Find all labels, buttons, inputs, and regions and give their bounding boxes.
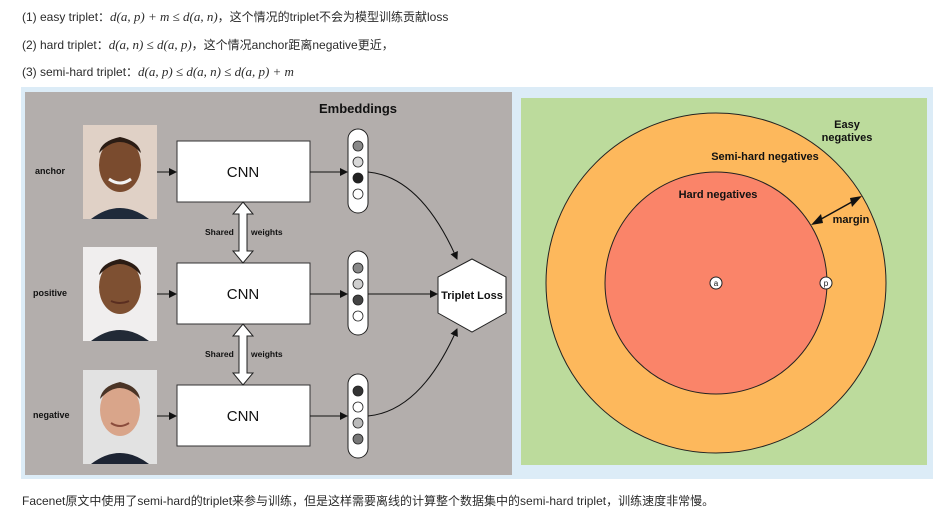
hard-triplet-line: (2) hard triplet：d(a, n) ≤ d(a, p)，这个情况a…	[22, 36, 394, 53]
easy-triplet-formula: d(a, p) + m ≤ d(a, n)	[110, 9, 218, 24]
negative-embedding-vector	[347, 373, 369, 459]
semi-hard-negatives-label: Semi-hard negatives	[711, 151, 819, 163]
anchor-to-loss-arrow	[367, 171, 458, 260]
shared-weights-arrow-2	[231, 323, 255, 386]
easy-triplet-suffix: ，这个情况的triplet不会为模型训练贡献loss	[217, 10, 449, 24]
negative-label: negative	[33, 410, 70, 420]
figure-svg: Embeddings anchor positive negativ	[25, 92, 927, 475]
easy-triplet-prefix: (1) easy triplet：	[22, 10, 111, 24]
easy-negatives-label-line1: Easy	[834, 119, 861, 131]
negative-cnn-box	[176, 384, 311, 447]
anchor-point-label: a	[714, 279, 719, 288]
negative-cnn-label: CNN	[227, 408, 260, 425]
positive-face-image	[83, 247, 157, 341]
figure-panel: Embeddings anchor positive negativ	[21, 87, 933, 479]
semi-hard-triplet-line: (3) semi-hard triplet：d(a, p) ≤ d(a, n) …	[22, 63, 294, 80]
hard-triplet-formula: d(a, n) ≤ d(a, p)	[108, 37, 192, 52]
positive-point	[819, 276, 833, 290]
negative-face-image	[83, 370, 157, 464]
triplet-loss-hexagon	[437, 258, 507, 333]
anchor-face-image	[83, 125, 157, 219]
semi-hard-triplet-prefix: (3) semi-hard triplet：	[22, 65, 139, 79]
positive-label: positive	[33, 288, 67, 298]
anchor-cnn-box	[176, 140, 311, 203]
hard-negatives-label: Hard negatives	[679, 189, 758, 201]
anchor-cnn-label: CNN	[227, 164, 260, 181]
triplet-loss-label: Triplet Loss	[441, 290, 503, 302]
positive-point-label: p	[824, 279, 829, 288]
embeddings-title: Embeddings	[319, 101, 397, 116]
positive-cnn-box	[176, 262, 311, 325]
anchor-embedding-vector	[347, 128, 369, 214]
shared-label-2: Shared	[205, 349, 234, 359]
semi-hard-triplet-formula: d(a, p) ≤ d(a, n) ≤ d(a, p) + m	[138, 64, 294, 79]
positive-embedding-vector	[347, 250, 369, 336]
easy-triplet-line: (1) easy triplet：d(a, p) + m ≤ d(a, n)，这…	[22, 8, 448, 25]
positive-cnn-label: CNN	[227, 286, 260, 303]
anchor-label: anchor	[35, 166, 66, 176]
negative-to-loss-arrow	[367, 328, 458, 417]
footer-paragraph: Facenet原文中使用了semi-hard的triplet来参与训练，但是这样…	[22, 494, 715, 508]
shared-label-1: Shared	[205, 227, 234, 237]
hard-triplet-suffix: ，这个情况anchor距离negative更近，	[191, 38, 394, 52]
margin-arrow	[811, 196, 862, 225]
weights-label-1: weights	[250, 227, 283, 237]
weights-label-2: weights	[250, 349, 283, 359]
margin-label: margin	[833, 214, 870, 226]
shared-weights-arrow-1	[231, 201, 255, 264]
hard-triplet-prefix: (2) hard triplet：	[22, 38, 109, 52]
anchor-point	[709, 276, 723, 290]
easy-negatives-label-line2: negatives	[822, 132, 873, 144]
